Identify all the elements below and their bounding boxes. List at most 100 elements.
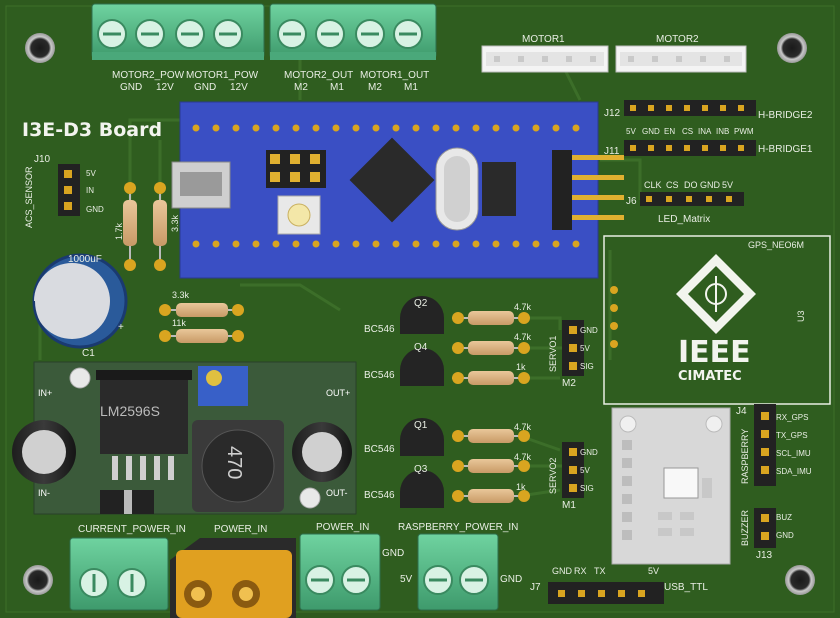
label-m1: M1 — [562, 500, 576, 511]
label-motor1: MOTOR1 — [522, 34, 565, 45]
label-in-plus: IN+ — [38, 388, 52, 398]
mcu-pin — [452, 124, 460, 132]
label-q2: Q2 — [414, 298, 428, 309]
label-r-1k7: 1.7k — [114, 222, 124, 240]
mcu-pin — [392, 240, 400, 248]
mcu-board — [171, 101, 624, 279]
acs-sensor-header[interactable] — [58, 164, 80, 216]
mcu-pin — [352, 124, 360, 132]
servo1-pin-5v: 5V — [580, 344, 590, 353]
label-j13: J13 — [756, 550, 773, 561]
label-motor2-out-m1: M1 — [330, 82, 344, 93]
mcu-pin — [452, 240, 460, 248]
label-lm2596: LM2596S — [100, 403, 160, 419]
terminal-power-in[interactable] — [299, 533, 381, 611]
buck-converter-module — [12, 361, 357, 515]
mcu-pin — [312, 240, 320, 248]
mcu-pin — [232, 124, 240, 132]
mcu-pin — [472, 240, 480, 248]
resistor-11k — [159, 329, 244, 343]
servo2-pin-gnd: GND — [580, 448, 598, 457]
usb-ttl-header[interactable] — [548, 582, 664, 604]
hbridge-pin-labels: 5V GND EN CS INA INB PWM — [626, 127, 754, 136]
label-hbridge2: H-BRIDGE2 — [758, 110, 813, 121]
label-c1: C1 — [82, 348, 95, 359]
label-r-1k-a: 1k — [516, 362, 526, 372]
hb-pin-cs: CS — [682, 127, 693, 136]
label-q3: Q3 — [414, 464, 428, 475]
motor2-connector[interactable] — [615, 45, 747, 73]
motor1-connector[interactable] — [481, 45, 609, 73]
resistor — [452, 459, 530, 473]
servo2-pin-5v: 5V — [580, 466, 590, 475]
buzzer-header[interactable] — [754, 508, 776, 548]
mcu-pin — [432, 240, 440, 248]
mcu-pin — [492, 240, 500, 248]
usb-pin-5v: 5V — [648, 566, 659, 576]
rpi-pin-sda-imu: SDA_IMU — [776, 467, 812, 476]
terminal-current-power-in[interactable] — [69, 537, 169, 611]
usb-pin-gnd: GND — [552, 566, 573, 576]
label-motor1-pow: MOTOR1_POW — [186, 70, 259, 81]
usb-pin-labels: GND RX TX 5V — [552, 566, 659, 576]
hbridge1-header[interactable] — [624, 140, 756, 156]
resistor — [452, 489, 530, 503]
acs-pin-in: IN — [86, 186, 94, 195]
mcu-pin — [372, 124, 380, 132]
mounting-holes — [23, 33, 815, 595]
hb-pin-inb: INB — [716, 127, 729, 136]
label-j4: J4 — [736, 406, 747, 417]
mcu-pin — [292, 240, 300, 248]
label-led-matrix: LED_Matrix — [658, 214, 710, 225]
mcu-pin — [212, 240, 220, 248]
label-power-in-xt60: POWER_IN — [214, 524, 267, 535]
servo1-header[interactable] — [562, 320, 584, 376]
label-r-4k7-d: 4.7k — [514, 452, 532, 462]
mcu-pin — [272, 124, 280, 132]
label-servo2: SERVO2 — [548, 458, 558, 494]
mcu-pin — [372, 240, 380, 248]
label-motor1-pow-gnd: GND — [194, 82, 216, 93]
label-motor2-pow-12v: 12V — [156, 82, 174, 93]
rpi-pin-tx-gps: TX_GPS — [776, 431, 808, 440]
usb-pin-tx: TX — [594, 566, 606, 576]
led-matrix-header[interactable] — [640, 192, 744, 206]
mcu-pin — [492, 124, 500, 132]
mcu-pin — [232, 240, 240, 248]
servo2-header[interactable] — [562, 442, 584, 498]
label-acs-sensor: ACS_SENSOR — [24, 166, 34, 228]
mcu-pin — [252, 240, 260, 248]
raspberry-header[interactable] — [754, 404, 776, 486]
terminal-raspberry-power-in[interactable] — [417, 533, 499, 611]
rpi-pin-scl-imu: SCL_IMU — [776, 449, 811, 458]
mcu-pin — [332, 124, 340, 132]
terminal-block-motor-out[interactable] — [269, 3, 437, 60]
led-pin-labels: CLK CS DO GND 5V — [644, 180, 733, 190]
mcu-pin — [252, 124, 260, 132]
buzzer-pin-gnd: GND — [776, 531, 794, 540]
hbridge2-header[interactable] — [624, 100, 756, 116]
mcu-pin — [192, 240, 200, 248]
transistor-resistors — [452, 311, 530, 503]
label-current-power-in: CURRENT_POWER_IN — [78, 524, 186, 535]
imu-module — [611, 407, 731, 565]
mcu-pin — [192, 124, 200, 132]
capacitor-c1 — [32, 253, 128, 349]
label-q1: Q1 — [414, 420, 428, 431]
resistor-3k3 — [159, 303, 244, 317]
mcu-pin — [292, 124, 300, 132]
label-out-plus: OUT+ — [326, 388, 350, 398]
mcu-pin — [432, 124, 440, 132]
mcu-pin — [532, 124, 540, 132]
label-motor2-pow-gnd: GND — [120, 82, 142, 93]
xt60-power-connector[interactable] — [170, 538, 296, 618]
terminal-block-motor-pow[interactable] — [91, 3, 265, 60]
label-raspberry-5v: 5V — [400, 574, 413, 585]
label-motor1-pow-12v: 12V — [230, 82, 248, 93]
label-motor1-out: MOTOR1_OUT — [360, 70, 429, 81]
label-bc546-q3: BC546 — [364, 490, 395, 501]
mcu-pin — [392, 124, 400, 132]
label-bc546-q1: BC546 — [364, 444, 395, 455]
board-title: I3E-D3 Board — [22, 119, 162, 141]
